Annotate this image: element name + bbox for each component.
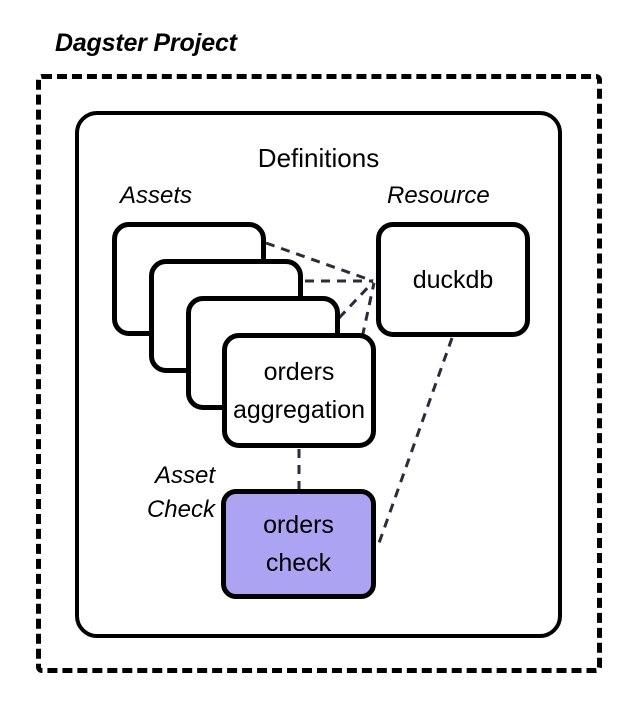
assets-group-label: Assets (120, 182, 193, 209)
orders-aggregation-line2: aggregation (232, 395, 366, 424)
asset-card-orders-aggregation[interactable]: orders aggregation (222, 333, 376, 448)
asset-check-label-line2: Check (146, 496, 215, 523)
orders-check-line1: orders (263, 511, 334, 539)
resource-group-label: Resource (387, 182, 490, 209)
duckdb-label: duckdb (412, 265, 494, 294)
orders-aggregation-line1: orders (263, 357, 335, 386)
definitions-title: Definitions (257, 143, 380, 173)
project-title: Dagster Project (55, 29, 237, 57)
asset-check-card-orders-check[interactable]: orders check (221, 489, 376, 599)
project-frame (36, 74, 602, 673)
asset-check-label-line1: Asset (154, 462, 215, 489)
asset-check-group-label: Asset Check (80, 459, 215, 527)
resource-card-duckdb[interactable]: duckdb (376, 222, 530, 337)
orders-check-line2: check (265, 549, 332, 577)
